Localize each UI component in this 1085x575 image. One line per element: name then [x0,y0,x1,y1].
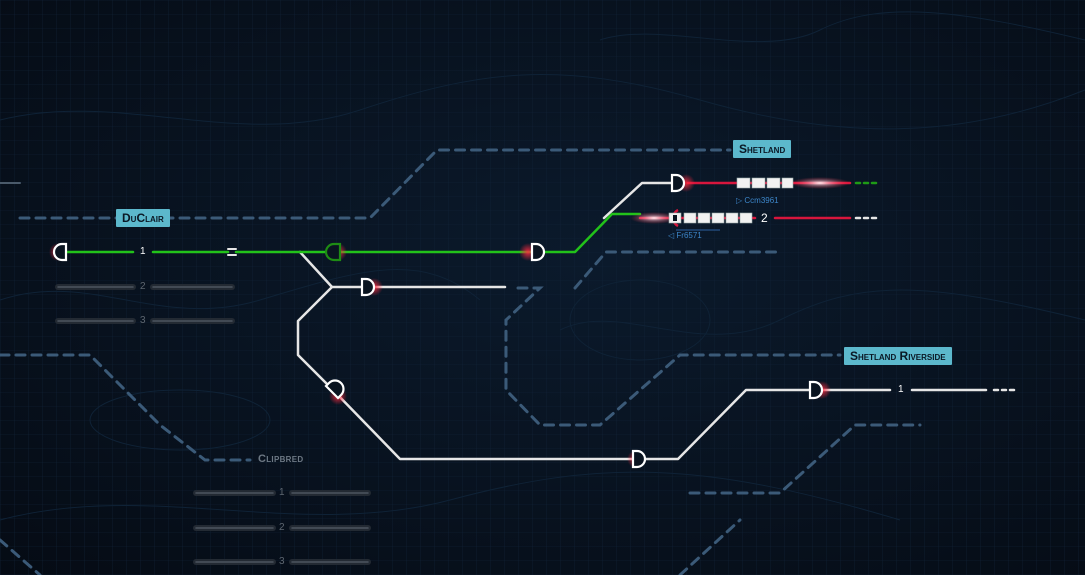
station-label-clipbred[interactable]: Clipbred [258,453,304,465]
platform-number-clipbred-3: 3 [279,556,285,567]
train-ccm3961[interactable] [736,177,850,189]
train-id-label: Ccm3961 [744,196,779,205]
signal-branch [360,277,376,297]
signals[interactable] [52,173,824,469]
platform-number-shetland-2: 2 [761,211,768,225]
signal-riverside [808,380,824,400]
train-id-fr6571[interactable]: ◁ Fr6571 [668,231,702,240]
platform-number-clipbred-1: 1 [279,487,285,498]
station-label-duclair[interactable]: DuClair [116,209,170,227]
direction-left-icon: ◁ [668,231,675,240]
platform-number-duclair-2: 2 [140,281,146,292]
platform-number-clipbred-2: 2 [279,522,285,533]
station-label-shetland[interactable]: Shetland [733,140,792,158]
platform-number-duclair-1: 1 [140,246,146,257]
signal-south-loop [631,449,647,469]
signal-duclair-1 [52,242,68,262]
signal-junction-green[interactable] [324,242,342,262]
platform-number-duclair-3: 3 [140,315,146,326]
direction-right-icon: ▷ [736,196,743,205]
signal-main-east [530,242,546,262]
signal-shetland-1 [670,173,686,193]
ghost-routes [0,148,922,575]
train-id-ccm3961[interactable]: ▷ Ccm3961 [736,196,779,205]
idle-track [227,181,988,461]
terrain-contours [0,11,1085,521]
train-id-label: Fr6571 [676,231,702,240]
station-label-shetland-riverside[interactable]: Shetland Riverside [844,347,952,365]
train-fr6571[interactable] [630,208,753,231]
active-route [60,212,642,254]
signal-diagonal [324,379,345,400]
platform-number-riverside-1: 1 [898,384,904,395]
